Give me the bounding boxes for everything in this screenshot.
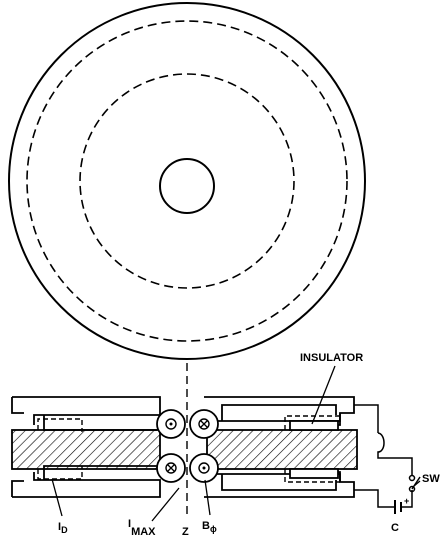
field-out-symbol-top (165, 418, 177, 430)
i-max-sub: MAX (131, 526, 156, 538)
left-dashed-current-bottom (37, 466, 83, 480)
left-dashed-current-top (37, 418, 83, 432)
circuit-top-wire (354, 404, 379, 433)
outer-dashed-ring (26, 20, 348, 342)
left-housing-bottom (12, 472, 161, 498)
left-housing-bottom-stub (11, 480, 24, 497)
i-d-main: I (58, 521, 61, 533)
b-phi-sub: ϕ (210, 524, 217, 534)
b-phi-leader (204, 479, 211, 516)
i-d-leader (51, 478, 63, 517)
sw-leader (413, 480, 421, 487)
capacitor-plus-label: + (404, 496, 409, 506)
outer-disk-edge (8, 2, 366, 360)
left-hatched-plate (11, 429, 161, 470)
field-in-symbol-top (198, 418, 210, 430)
center-hole (159, 158, 215, 214)
left-housing-top (12, 396, 161, 425)
c-label: C (391, 522, 399, 534)
external-circuit (354, 404, 421, 514)
right-dashed-current-bottom (284, 469, 340, 483)
right-dashed-current-top (284, 415, 340, 430)
sw-label: SW (422, 473, 440, 485)
i-d-sub: D (61, 525, 68, 535)
i-max-label: IMAX (128, 518, 156, 538)
switch-contact-top (408, 474, 416, 482)
circuit-connector (377, 432, 413, 476)
i-max-leader (151, 487, 180, 522)
insulator-strip-top (289, 420, 339, 431)
top-view (8, 2, 366, 360)
right-hatched-plate (206, 429, 358, 470)
right-inner-frame-bottom (221, 474, 337, 491)
insulator-strip-bottom (289, 468, 339, 479)
b-phi-main: B (202, 520, 210, 532)
insulator-label: INSULATOR (300, 352, 363, 364)
inner-dashed-ring (79, 73, 295, 289)
right-inner-frame-top (221, 404, 337, 421)
cross-section (11, 363, 421, 522)
switch-contact-bottom (408, 485, 416, 493)
left-inner-frame-top (43, 415, 157, 431)
i-max-main: I (128, 518, 131, 530)
field-in-symbol-bottom (165, 462, 177, 474)
circuit-bottom-wire (354, 489, 395, 508)
switch-blade (411, 476, 421, 490)
insulator-leader (311, 365, 336, 425)
circuit-right-return (401, 490, 413, 508)
left-housing-top-stub (11, 397, 24, 414)
z-label: Z (182, 526, 189, 538)
i-d-label: ID (58, 521, 68, 535)
field-out-symbol-bottom (198, 462, 210, 474)
b-phi-label: Bϕ (202, 520, 217, 534)
